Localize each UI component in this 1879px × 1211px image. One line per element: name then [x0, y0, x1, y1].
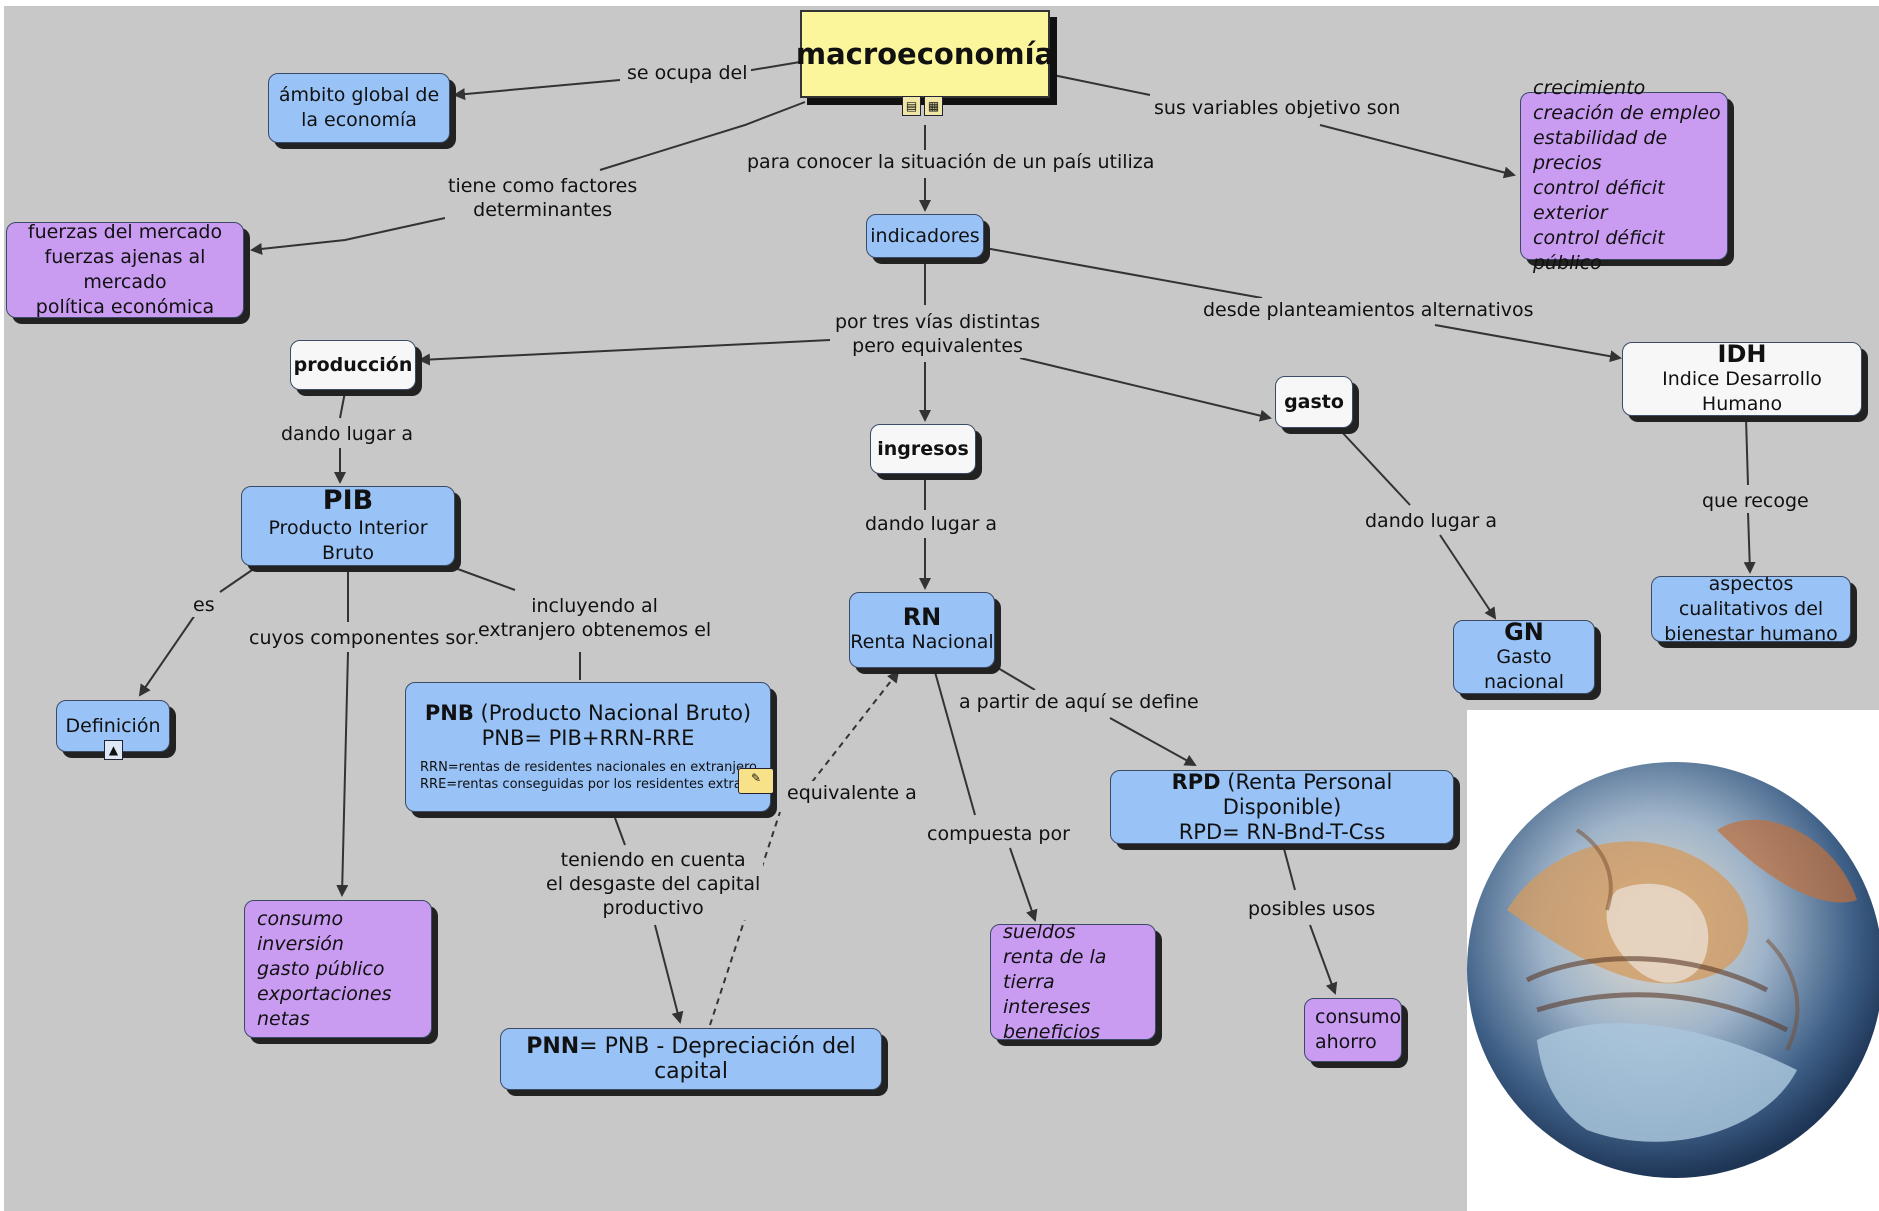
node-componentes[interactable]: consumo inversión gasto público exportac…: [244, 900, 432, 1038]
link-label-compuesta: compuesta por: [924, 822, 1073, 846]
node-pnb[interactable]: PNB (Producto Nacional Bruto) PNB= PIB+R…: [405, 682, 771, 812]
node-ambito-label: ámbito global de la economía: [278, 84, 440, 131]
link-label-que-recoge: que recoge: [1699, 489, 1812, 513]
node-idh[interactable]: IDH Indice Desarrollo Humano: [1622, 339, 1862, 416]
fuerza-item: política económica: [35, 296, 215, 318]
node-rn[interactable]: RN Renta Nacional: [849, 592, 995, 668]
node-pnn-text: PNN= PNB - Depreciación del capital: [501, 1034, 881, 1084]
link-label-line: incluyendo al: [531, 595, 658, 617]
link-label-a-partir: a partir de aquí se define: [956, 690, 1202, 714]
link-label-sus-variables: sus variables objetivo son: [1151, 96, 1404, 120]
componente-item: inversión: [257, 932, 344, 955]
link-label-line: productivo: [602, 897, 704, 919]
node-produccion[interactable]: producción: [290, 340, 416, 390]
link-label-line: extranjero obtenemos el: [478, 619, 712, 641]
node-definicion-label: Definición: [65, 714, 161, 737]
node-indicadores-label: indicadores: [870, 224, 980, 247]
componente-item: gasto público: [257, 957, 385, 980]
link-label-dando-ingresos: dando lugar a: [862, 512, 1000, 536]
image-icon[interactable]: ▲: [104, 740, 123, 760]
node-produccion-label: producción: [293, 353, 413, 376]
objetivo-item: estabilidad de precios: [1533, 127, 1668, 174]
objetivo-item: control déficit público: [1533, 227, 1665, 274]
globe-hands-illustration: [1467, 762, 1879, 1178]
objetivo-item: crecimiento: [1533, 77, 1646, 99]
renta-item: renta de la tierra: [1003, 945, 1107, 993]
node-macroeconomia[interactable]: macroeconomía: [796, 10, 1054, 98]
link-label-posibles: posibles usos: [1245, 897, 1379, 921]
node-gn-subtitle: Gasto nacional: [1484, 645, 1564, 693]
link-label-dando-produccion: dando lugar a: [278, 422, 416, 446]
node-aspectos[interactable]: aspectos cualitativos del bienestar huma…: [1651, 573, 1851, 645]
node-idh-title: IDH: [1717, 339, 1767, 368]
componente-item: consumo: [257, 907, 344, 930]
node-rpd-fullname: (Renta Personal Disponible): [1220, 769, 1393, 819]
link-label-teniendo: teniendo en cuenta el desgaste del capit…: [543, 848, 764, 920]
concept-map-icon[interactable]: ▤: [902, 96, 921, 116]
node-rpd-abbr: RPD: [1171, 769, 1221, 794]
uso-item: ahorro: [1315, 1031, 1377, 1053]
node-rentas[interactable]: sueldos renta de la tierra intereses ben…: [990, 921, 1156, 1043]
uso-item: consumo: [1315, 1006, 1402, 1028]
node-rpd-heading: RPD (Renta Personal Disponible): [1111, 770, 1453, 820]
renta-item: intereses: [1003, 995, 1091, 1018]
node-aspectos-label: aspectos cualitativos del bienestar huma…: [1664, 572, 1838, 645]
globe-hands-image: [1467, 710, 1879, 1211]
link-label-dando-gasto: dando lugar a: [1362, 509, 1500, 533]
link-label-desde: desde planteamientos alternativos: [1200, 298, 1537, 322]
node-usos[interactable]: consumo ahorro: [1304, 998, 1402, 1062]
link-label-para-conocer: para conocer la situación de un país uti…: [744, 150, 1158, 174]
objetivo-item: control déficit exterior: [1533, 177, 1665, 224]
node-pib-subtitle: Producto Interior Bruto: [268, 517, 428, 564]
node-gasto-label: gasto: [1284, 390, 1344, 413]
node-ingresos-label: ingresos: [877, 437, 969, 460]
node-pnn-abbr: PNN: [526, 1034, 580, 1059]
node-pib[interactable]: PIB Producto Interior Bruto: [241, 486, 455, 566]
link-label-line: determinantes: [473, 199, 613, 221]
link-label-tiene-factores: tiene como factores determinantes: [445, 174, 641, 222]
link-label-se-ocupa: se ocupa del: [624, 61, 751, 85]
node-rn-subtitle: Renta Nacional: [850, 631, 994, 653]
link-label-line: teniendo en cuenta: [560, 849, 746, 871]
renta-item: beneficios: [1003, 1020, 1101, 1043]
link-label-equivalente: equivalente a: [784, 781, 920, 805]
link-label-line: tiene como factores: [448, 175, 638, 197]
node-ingresos[interactable]: ingresos: [870, 424, 976, 474]
node-objetivos[interactable]: crecimiento creación de empleo estabilid…: [1520, 77, 1728, 274]
node-pnb-abbr: PNB: [424, 701, 474, 725]
node-gasto[interactable]: gasto: [1275, 376, 1353, 428]
link-label-es: es: [190, 593, 218, 617]
node-rpd[interactable]: RPD (Renta Personal Disponible) RPD= RN-…: [1110, 770, 1454, 844]
node-pnb-fullname: (Producto Nacional Bruto): [473, 701, 752, 725]
node-pnb-note-rrn: RRN=rentas de residentes nacionales en e…: [420, 760, 756, 775]
link-label-incluyendo: incluyendo al extranjero obtenemos el: [475, 594, 715, 642]
node-pnb-heading: PNB (Producto Nacional Bruto): [425, 701, 751, 726]
renta-item: sueldos: [1003, 920, 1076, 943]
node-indicadores[interactable]: indicadores: [866, 214, 984, 258]
node-pnn[interactable]: PNN= PNB - Depreciación del capital: [500, 1028, 882, 1090]
node-rpd-formula: RPD= RN-Bnd-T-Css: [1178, 819, 1386, 844]
link-label-cuyos: cuyos componentes son: [246, 626, 482, 650]
objetivo-item: creación de empleo: [1533, 102, 1721, 124]
node-gn[interactable]: GN Gasto nacional: [1453, 617, 1595, 694]
node-rn-title: RN: [902, 603, 942, 631]
node-pnb-note-rre: RRE=rentas conseguidas por los residente…: [420, 777, 756, 792]
node-pib-title: PIB: [322, 485, 374, 516]
node-pnn-formula: = PNB - Depreciación del capital: [579, 1034, 856, 1084]
fuerza-item: fuerzas ajenas al mercado: [44, 246, 206, 293]
fuerza-item: fuerzas del mercado: [27, 221, 223, 243]
node-ambito[interactable]: ámbito global de la economía: [268, 73, 450, 143]
link-label-line: por tres vías distintas: [835, 311, 1041, 333]
note-icon[interactable]: ✎: [738, 768, 774, 794]
link-label-line: el desgaste del capital: [546, 873, 761, 895]
link-label-line: pero equivalentes: [852, 335, 1023, 357]
node-gn-title: GN: [1504, 617, 1544, 646]
componente-item: exportaciones netas: [257, 982, 392, 1030]
document-icon[interactable]: ▦: [924, 96, 943, 116]
node-idh-subtitle: Indice Desarrollo Humano: [1662, 367, 1822, 415]
node-fuerzas[interactable]: fuerzas del mercado fuerzas ajenas al me…: [6, 221, 244, 318]
node-pnb-formula: PNB= PIB+RRN-RRE: [481, 726, 695, 750]
link-label-tres-vias: por tres vías distintas pero equivalente…: [832, 310, 1044, 358]
node-macroeconomia-label: macroeconomía: [795, 37, 1055, 71]
